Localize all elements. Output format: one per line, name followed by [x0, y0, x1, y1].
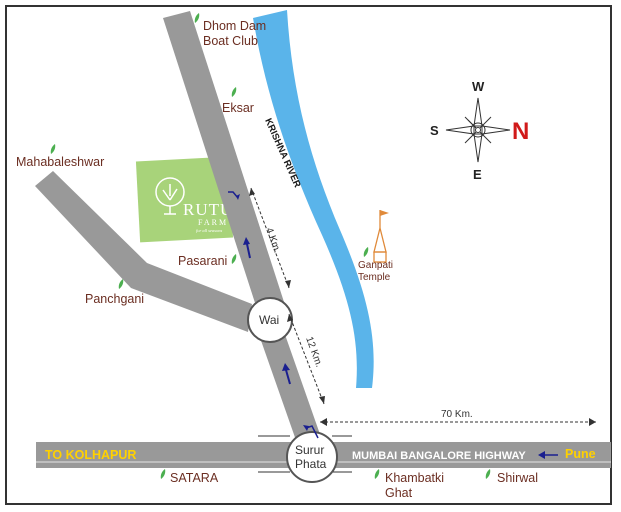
- place-shirwal: Shirwal: [497, 471, 538, 485]
- pune-label: Pune: [565, 447, 596, 461]
- leaf-icon: [363, 247, 369, 257]
- compass-icon: W S E N: [430, 79, 529, 182]
- place-dhom-dam-1: Dhom Dam: [203, 19, 266, 33]
- leaf-icon: [485, 469, 491, 479]
- arrow-left-icon: [538, 451, 558, 459]
- arrow-turn-icon: [303, 425, 319, 439]
- tree-icon: [155, 177, 185, 215]
- leaf-icon: [160, 469, 166, 479]
- place-pasarani: Pasarani: [178, 254, 227, 268]
- krishna-river: [253, 10, 374, 388]
- compass-n: N: [512, 118, 529, 145]
- farm-logo-sub: FARM: [198, 218, 228, 227]
- compass-w: W: [472, 79, 485, 94]
- rutu-farm-logo: RUTU FARM for all seasons: [135, 156, 234, 243]
- leaf-icon: [50, 144, 56, 154]
- road-wai-surur: [258, 326, 322, 446]
- place-satara: SATARA: [170, 471, 219, 485]
- place-khambatki-1: Khambatki: [385, 471, 444, 485]
- distance-arrowheads: [249, 188, 596, 426]
- place-ganpati-1: Ganpati: [358, 260, 393, 271]
- arrow-turn-icon: [228, 191, 240, 200]
- surur-phata-junction[interactable]: [286, 431, 338, 483]
- temple-icon: [373, 210, 389, 263]
- place-khambatki-2: Ghat: [385, 486, 413, 500]
- farm-logo-name: RUTU: [183, 200, 233, 219]
- wai-label: Wai: [259, 313, 279, 327]
- arrow-up-icon: [282, 363, 291, 385]
- compass-e: E: [473, 167, 482, 182]
- leaf-icon: [231, 254, 237, 264]
- direction-arrows: [228, 191, 558, 459]
- place-ganpati-2: Temple: [358, 272, 391, 283]
- surur-label-1: Surur: [295, 443, 324, 457]
- leaf-icon: [118, 279, 124, 289]
- place-eksar: Eksar: [222, 101, 254, 115]
- junction-marks: [258, 435, 352, 473]
- place-dhom-dam-2: Boat Club: [203, 34, 258, 48]
- surur-label-2: Phata: [295, 457, 327, 471]
- road-dhom-wai: [163, 11, 284, 306]
- leaf-icon: [374, 469, 380, 479]
- farm-logo-tagline: for all seasons: [196, 228, 223, 233]
- arrow-up-icon: [243, 237, 251, 259]
- place-mahabaleshwar: Mahabaleshwar: [16, 155, 104, 169]
- distance-markers: [250, 187, 596, 423]
- to-kolhapur-label: TO KOLHAPUR: [45, 448, 136, 462]
- road-mahabaleshwar-wai: [35, 171, 252, 332]
- leaf-icon: [231, 87, 237, 97]
- compass-s: S: [430, 123, 439, 138]
- highway-name-label: MUMBAI BANGALORE HIGHWAY: [352, 450, 526, 462]
- distance-surur-wai: 12 Km.: [303, 335, 324, 369]
- distance-surur-pune: 70 Km.: [441, 409, 473, 420]
- place-panchgani: Panchgani: [85, 292, 144, 306]
- map-frame: [5, 5, 612, 505]
- leaf-icon: [194, 13, 200, 23]
